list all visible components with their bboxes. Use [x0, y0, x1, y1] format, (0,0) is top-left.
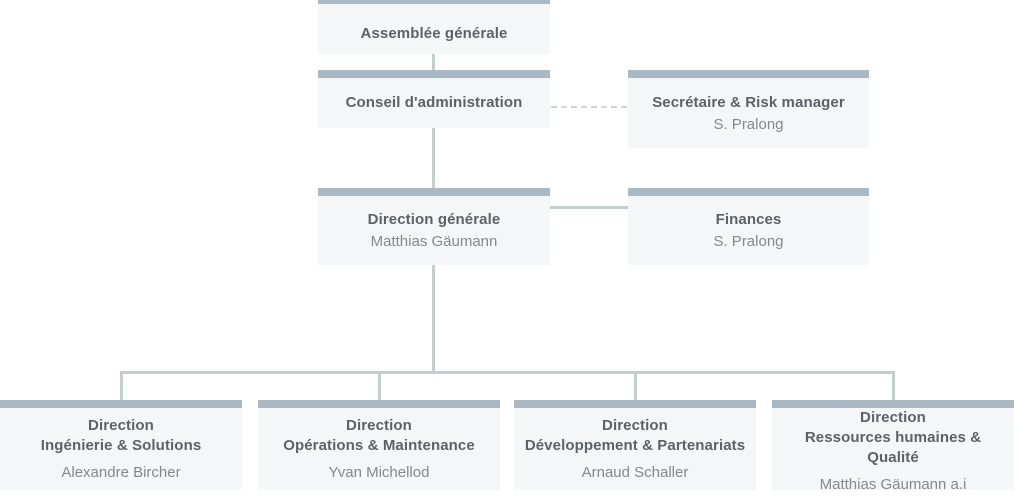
node-accent-bar: [514, 400, 756, 408]
node-title: Assemblée générale: [360, 24, 508, 42]
node-person: Alexandre Bircher: [61, 464, 181, 481]
node-content: Direction générale Matthias Gäumann: [318, 196, 550, 265]
connector-direction-finance: [550, 206, 628, 209]
connector-branch-horizontal: [120, 371, 895, 374]
org-node-direction-developpement-partenariats: Direction Développement & Partenariats A…: [514, 400, 756, 490]
connector-direction-branch: [432, 265, 435, 374]
node-title-line1: Direction: [88, 417, 154, 434]
org-node-direction-ressources-humaines-qualite: Direction Ressources humaines & Qualité …: [772, 400, 1014, 493]
node-title-line1: Direction: [602, 417, 668, 434]
node-content: Finances S. Pralong: [628, 196, 869, 265]
node-person: Matthias Gäumann: [370, 233, 498, 250]
node-title: Conseil d'administration: [345, 94, 523, 111]
node-accent-bar: [318, 70, 550, 78]
node-person: Arnaud Schaller: [581, 464, 689, 481]
node-accent-bar: [318, 0, 550, 4]
node-content: Assemblée générale: [318, 4, 550, 54]
node-accent-bar: [258, 400, 500, 408]
node-person: S. Pralong: [713, 233, 784, 250]
node-title-line2: Ingénierie & Solutions: [40, 437, 202, 454]
org-node-finances: Finances S. Pralong: [628, 188, 869, 265]
org-node-direction-ingenierie-solutions: Direction Ingénierie & Solutions Alexand…: [0, 400, 242, 490]
connector-branch-drop-3: [634, 372, 637, 400]
node-accent-bar: [318, 188, 550, 196]
node-person: Matthias Gäumann a.i: [819, 476, 967, 493]
connector-board-secretary-dashed: [551, 106, 627, 108]
node-content: Direction Opérations & Maintenance Yvan …: [258, 408, 500, 490]
node-accent-bar: [628, 188, 869, 196]
connector-branch-drop-4: [892, 372, 895, 400]
node-accent-bar: [772, 400, 1014, 408]
connector-branch-drop-1: [120, 372, 123, 400]
node-content: Direction Développement & Partenariats A…: [514, 408, 756, 490]
org-node-secretaire-risk-manager: Secrétaire & Risk manager S. Pralong: [628, 70, 869, 148]
node-person: S. Pralong: [713, 115, 784, 133]
org-node-conseil-administration: Conseil d'administration: [318, 70, 550, 128]
node-person: Yvan Michellod: [328, 464, 430, 481]
node-title-line2: Ressources humaines & Qualité: [804, 429, 982, 466]
org-node-direction-generale: Direction générale Matthias Gäumann: [318, 188, 550, 265]
node-accent-bar: [628, 70, 869, 78]
node-content: Direction Ressources humaines & Qualité …: [772, 408, 1014, 494]
node-title-line2: Développement & Partenariats: [524, 437, 746, 454]
node-title-line1: Direction: [860, 409, 926, 426]
connector-root-board: [432, 53, 435, 71]
node-title-line2: Opérations & Maintenance: [283, 437, 475, 454]
node-content: Direction Ingénierie & Solutions Alexand…: [0, 408, 242, 490]
node-title-line1: Direction: [346, 417, 412, 434]
node-title: Direction générale: [367, 211, 501, 228]
node-title: Secrétaire & Risk manager: [652, 93, 845, 111]
org-node-assemblee-generale: Assemblée générale: [318, 0, 550, 54]
connector-board-direction: [432, 128, 435, 189]
node-accent-bar: [0, 400, 242, 408]
node-title: Finances: [715, 211, 782, 228]
org-node-direction-operations-maintenance: Direction Opérations & Maintenance Yvan …: [258, 400, 500, 490]
node-content: Conseil d'administration: [318, 78, 550, 128]
connector-branch-drop-2: [378, 372, 381, 400]
node-content: Secrétaire & Risk manager S. Pralong: [628, 78, 869, 148]
